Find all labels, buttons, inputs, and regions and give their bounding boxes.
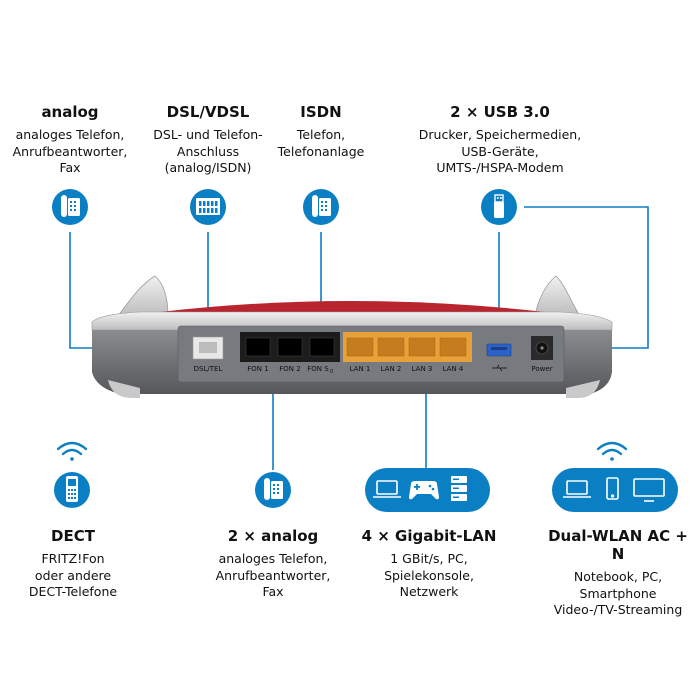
callout-lan-desc: 1 GBit/s, PC, Spielekonsole, Netzwerk [384, 551, 474, 599]
callout-lan-title: 4 × Gigabit-LAN [361, 527, 497, 545]
port-label-lan1: LAN 1 [350, 365, 371, 373]
server-icon [451, 476, 467, 501]
callout-dsl-title: DSL/VDSL [166, 103, 250, 121]
usb-symbol [492, 364, 507, 372]
port-label-fon2: FON 2 [279, 365, 300, 373]
port-label-lan4: LAN 4 [443, 365, 464, 373]
phone-icon-isdn [303, 189, 339, 225]
router: DSL/TEL FON 1 FON 2 FON S 0 LAN 1 LAN 2 … [91, 275, 613, 398]
smartphone-icon [606, 477, 619, 500]
gamepad-icon [409, 481, 439, 500]
wifi-icon-wlan [596, 441, 628, 461]
callout-wlan-title: Dual-WLAN AC + N [548, 527, 688, 563]
laptop-icon-wlan [563, 480, 591, 498]
callout-lan: 4 × Gigabit-LAN 1 GBit/s, PC, Spielekons… [356, 527, 502, 601]
callout-usb: 2 × USB 3.0 Drucker, Speichermedien, USB… [400, 103, 600, 177]
port-label-fons: FON S [307, 365, 329, 373]
antenna-left [117, 275, 169, 317]
callout-dect-title: DECT [51, 527, 95, 545]
callout-isdn-title: ISDN [300, 103, 342, 121]
cordless-phone-icon [54, 472, 90, 508]
callout-wlan: Dual-WLAN AC + N Notebook, PC, Smartphon… [540, 527, 696, 619]
phone-icon-analog2 [255, 472, 291, 508]
port-label-fon1: FON 1 [247, 365, 268, 373]
callout-analog2-desc: analoges Telefon, Anrufbeantworter, Fax [215, 551, 331, 599]
wlan-devices-pill [552, 468, 678, 512]
router-top-shell [91, 311, 613, 331]
callout-dect: DECT FRITZ!Fon oder andere DECT-Telefone [0, 527, 146, 601]
line-usb-2 [524, 206, 649, 349]
callout-usb-title: 2 × USB 3.0 [450, 103, 550, 121]
wifi-icon-dect [56, 441, 88, 461]
laptop-icon [373, 480, 401, 498]
callout-analog: analog analoges Telefon, Anrufbeantworte… [0, 103, 140, 177]
callout-analog-desc: analoges Telefon, Anrufbeantworter, Fax [12, 127, 128, 175]
port-label-fons-sub: 0 [330, 369, 333, 375]
dsl-port-icon [190, 189, 226, 225]
callout-dsl: DSL/VDSL DSL- und Telefon- Anschluss (an… [140, 103, 276, 177]
callout-analog-title: analog [41, 103, 99, 121]
callout-analog2-title: 2 × analog [227, 527, 319, 545]
port-label-power: Power [531, 365, 552, 373]
callout-isdn: ISDN Telefon, Telefonanlage [266, 103, 376, 160]
lan-devices-pill [365, 468, 490, 512]
port-label-lan2: LAN 2 [381, 365, 402, 373]
port-label-dsl: DSL/TEL [194, 365, 223, 373]
callout-dsl-desc: DSL- und Telefon- Anschluss (analog/ISDN… [153, 127, 263, 175]
usb-icon [481, 189, 517, 225]
callout-dect-desc: FRITZ!Fon oder andere DECT-Telefone [28, 551, 118, 599]
callout-isdn-desc: Telefon, Telefonanlage [277, 127, 365, 159]
monitor-icon [633, 478, 665, 502]
antenna-right [534, 275, 581, 317]
callout-analog2: 2 × analog analoges Telefon, Anrufbeantw… [200, 527, 346, 601]
port-label-lan3: LAN 3 [412, 365, 433, 373]
phone-icon-analog [52, 189, 88, 225]
callout-usb-desc: Drucker, Speichermedien, USB-Geräte, UMT… [418, 127, 582, 175]
line-analog [69, 232, 96, 349]
callout-wlan-desc: Notebook, PC, Smartphone Video-/TV-Strea… [553, 569, 683, 617]
